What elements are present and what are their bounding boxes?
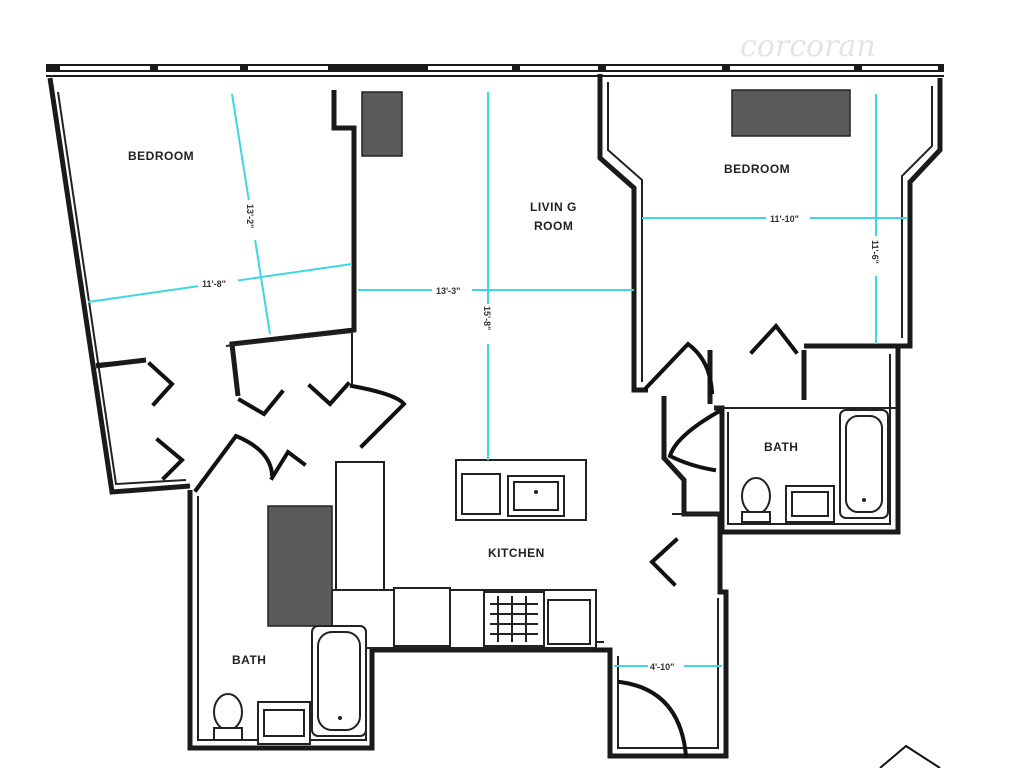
living-room-label-line2: ROOM — [534, 219, 573, 233]
center-walls — [597, 74, 648, 393]
bedroom-left-horizontal-dim: 11'-8" — [202, 279, 226, 289]
bedroom-right-vertical-dim: 11'-6" — [870, 240, 880, 264]
bedroom-right-label: BEDROOM — [724, 162, 790, 176]
living-room-label-line1: LIVIN G — [530, 200, 577, 214]
entry-horizontal-dim: 4'-10" — [650, 662, 674, 672]
left-bath — [213, 505, 367, 745]
closet-block — [361, 91, 403, 157]
bath-right-label: BATH — [764, 440, 798, 454]
living-horizontal-dim: 13'-3" — [436, 286, 460, 296]
door-swings — [147, 322, 799, 759]
living-vertical-dim: 15'-8" — [482, 306, 492, 330]
dimension-lines — [87, 92, 908, 667]
dimension-labels: 13'-2" 11'-8" 13'-3" 15'-8" 11'-10" 11'-… — [198, 200, 884, 672]
dishwasher — [547, 599, 591, 645]
right-bedroom-walls — [731, 78, 943, 349]
corcoran-watermark: corcoran — [740, 29, 876, 64]
right-bath-toilet — [741, 477, 771, 515]
refrigerator — [393, 587, 451, 647]
left-bedroom-walls — [47, 77, 357, 495]
bedroom-right-horizontal-dim: 11'-10" — [770, 214, 799, 224]
left-bath-closet — [267, 505, 333, 627]
exterior-top-wall — [46, 64, 944, 77]
partial-fixture-edge — [879, 744, 941, 768]
stove — [483, 591, 545, 647]
room-labels: BEDROOM LIVIN G ROOM BEDROOM BATH KITCHE… — [128, 149, 798, 667]
right-bedroom-closet — [731, 89, 851, 137]
bath-left-label: BATH — [232, 653, 266, 667]
left-bath-toilet — [213, 693, 243, 731]
bedroom-left-vertical-dim: 13'-2" — [245, 204, 255, 228]
kitchen-island — [455, 459, 587, 521]
kitchen-counter — [331, 461, 597, 649]
bedroom-left-label: BEDROOM — [128, 149, 194, 163]
right-bath-walls — [707, 346, 901, 535]
kitchen-label: KITCHEN — [488, 546, 545, 560]
